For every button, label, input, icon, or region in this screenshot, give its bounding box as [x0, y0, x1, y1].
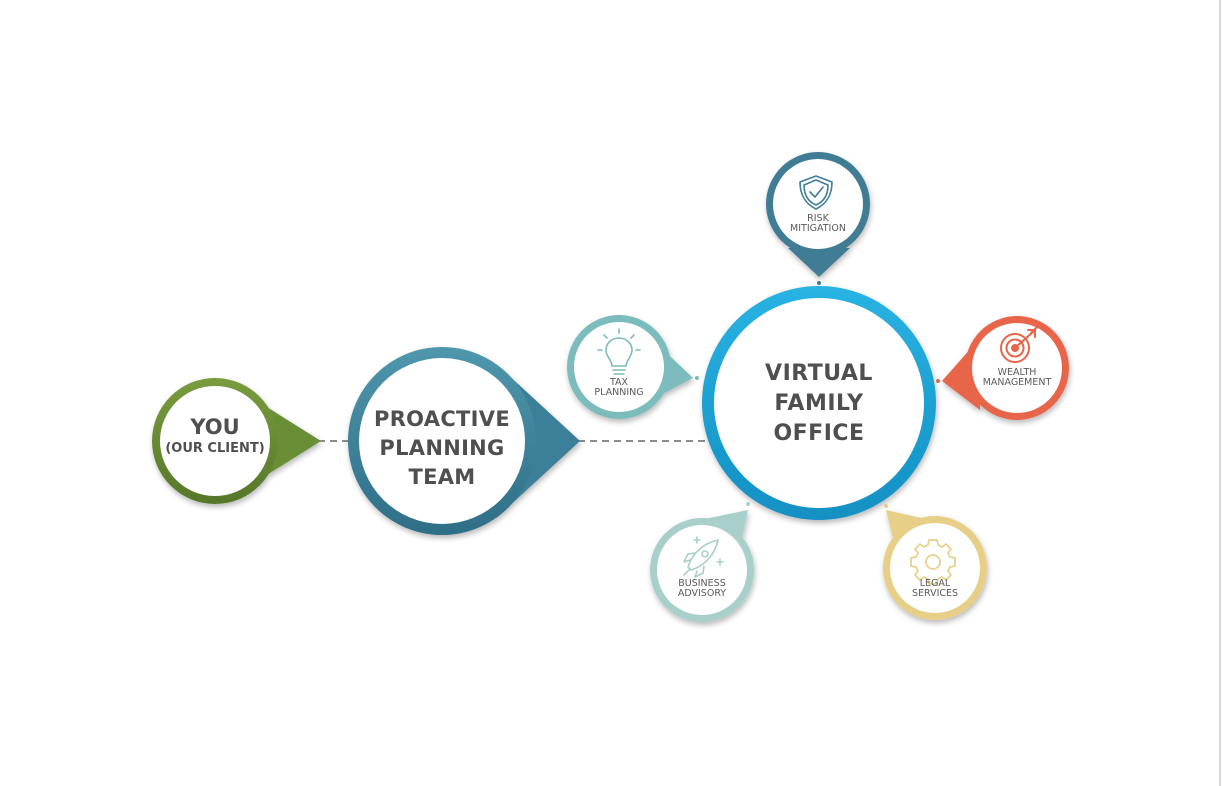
client-title: YOU [190, 415, 240, 439]
risk-label: RISK MITIGATION [773, 213, 863, 235]
tax-label: TAX PLANNING [574, 377, 664, 399]
client-subtitle: (OUR CLIENT) [165, 441, 265, 456]
tax-line-1: TAX [609, 377, 629, 388]
office-node [702, 286, 936, 520]
legal-node [883, 510, 987, 620]
tax-node [567, 315, 693, 419]
office-label: VIRTUAL FAMILY OFFICE [739, 359, 899, 449]
team-line-1: PROACTIVE [374, 407, 510, 431]
target-icon [1000, 325, 1039, 363]
wealth-line-1: WEALTH [997, 367, 1037, 378]
shield-check-icon [799, 175, 833, 210]
business-line-2: ADVISORY [677, 588, 727, 600]
gear-icon [910, 539, 956, 585]
office-line-1: VIRTUAL [765, 361, 873, 386]
team-label: PROACTIVE PLANNING TEAM [362, 405, 522, 492]
wealth-node [942, 316, 1069, 420]
business-line-1: BUSINESS [678, 578, 726, 589]
tax-line-2: PLANNING [594, 387, 644, 399]
client-label: YOU (OUR CLIENT) [160, 415, 270, 456]
legal-label: LEGAL SERVICES [890, 578, 980, 600]
risk-line-2: MITIGATION [790, 223, 846, 235]
legal-line-1: LEGAL [919, 578, 951, 589]
team-node [348, 347, 580, 535]
wealth-line-2: MANAGEMENT [982, 377, 1052, 389]
business-node [650, 510, 754, 622]
team-line-2: PLANNING [379, 435, 505, 460]
team-line-3: TEAM [408, 464, 476, 489]
wealth-label: WEALTH MANAGEMENT [967, 367, 1067, 389]
client-node [152, 378, 321, 504]
lightbulb-icon [597, 328, 641, 375]
office-line-2: FAMILY [774, 390, 864, 416]
risk-line-1: RISK [807, 213, 829, 224]
business-label: BUSINESS ADVISORY [657, 578, 747, 600]
office-line-3: OFFICE [773, 420, 865, 446]
legal-line-2: SERVICES [911, 588, 959, 600]
rocket-icon [683, 536, 724, 578]
